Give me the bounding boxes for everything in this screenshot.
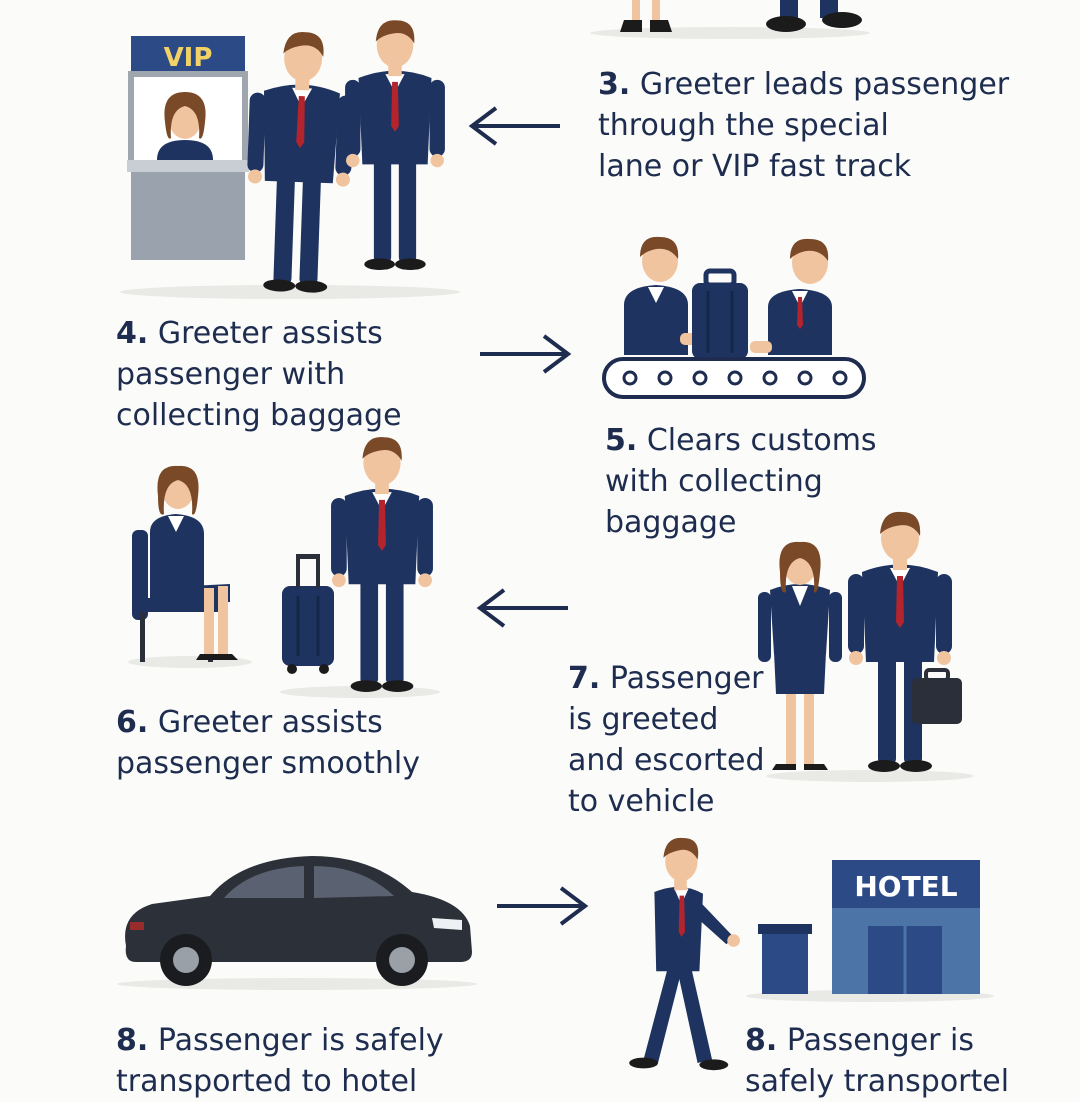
step-8-text-right: 8. Passenger is safely transportel <box>745 1023 1010 1099</box>
car-scene <box>117 856 477 990</box>
hotel-sign <box>832 860 980 908</box>
step-6-text: 6. Greeter assists passenger smoothly <box>116 705 420 781</box>
vip-lane-scene: VIP <box>120 20 460 299</box>
lounge-scene <box>128 437 440 698</box>
arrow-right-icon-2 <box>497 886 587 926</box>
step-8-text-left: 8. Passenger is safely transported to ho… <box>116 1023 444 1099</box>
arrow-left-icon-2 <box>478 588 570 628</box>
vip-sign <box>131 36 245 74</box>
hotel-sign-label: HOTEL <box>854 870 957 903</box>
step-4-text: 4. Greeter assists passenger with collec… <box>116 316 402 433</box>
top-partial-scene <box>590 0 870 39</box>
arrow-left-icon <box>470 106 562 146</box>
step-7-text: 7. Passenger is greeted and escorted to … <box>568 661 765 819</box>
hotel-scene: HOTEL <box>629 837 994 1071</box>
car-body <box>125 856 473 962</box>
step-3-text: 3. Greeter leads passenger through the s… <box>598 67 1010 184</box>
step-5-text: 5. Clears customs with collecting baggag… <box>605 423 877 540</box>
vip-sign-label: VIP <box>164 43 213 73</box>
handshake-scene <box>758 511 974 782</box>
arrow-right-icon <box>480 334 570 374</box>
baggage-belt-scene <box>602 236 866 399</box>
